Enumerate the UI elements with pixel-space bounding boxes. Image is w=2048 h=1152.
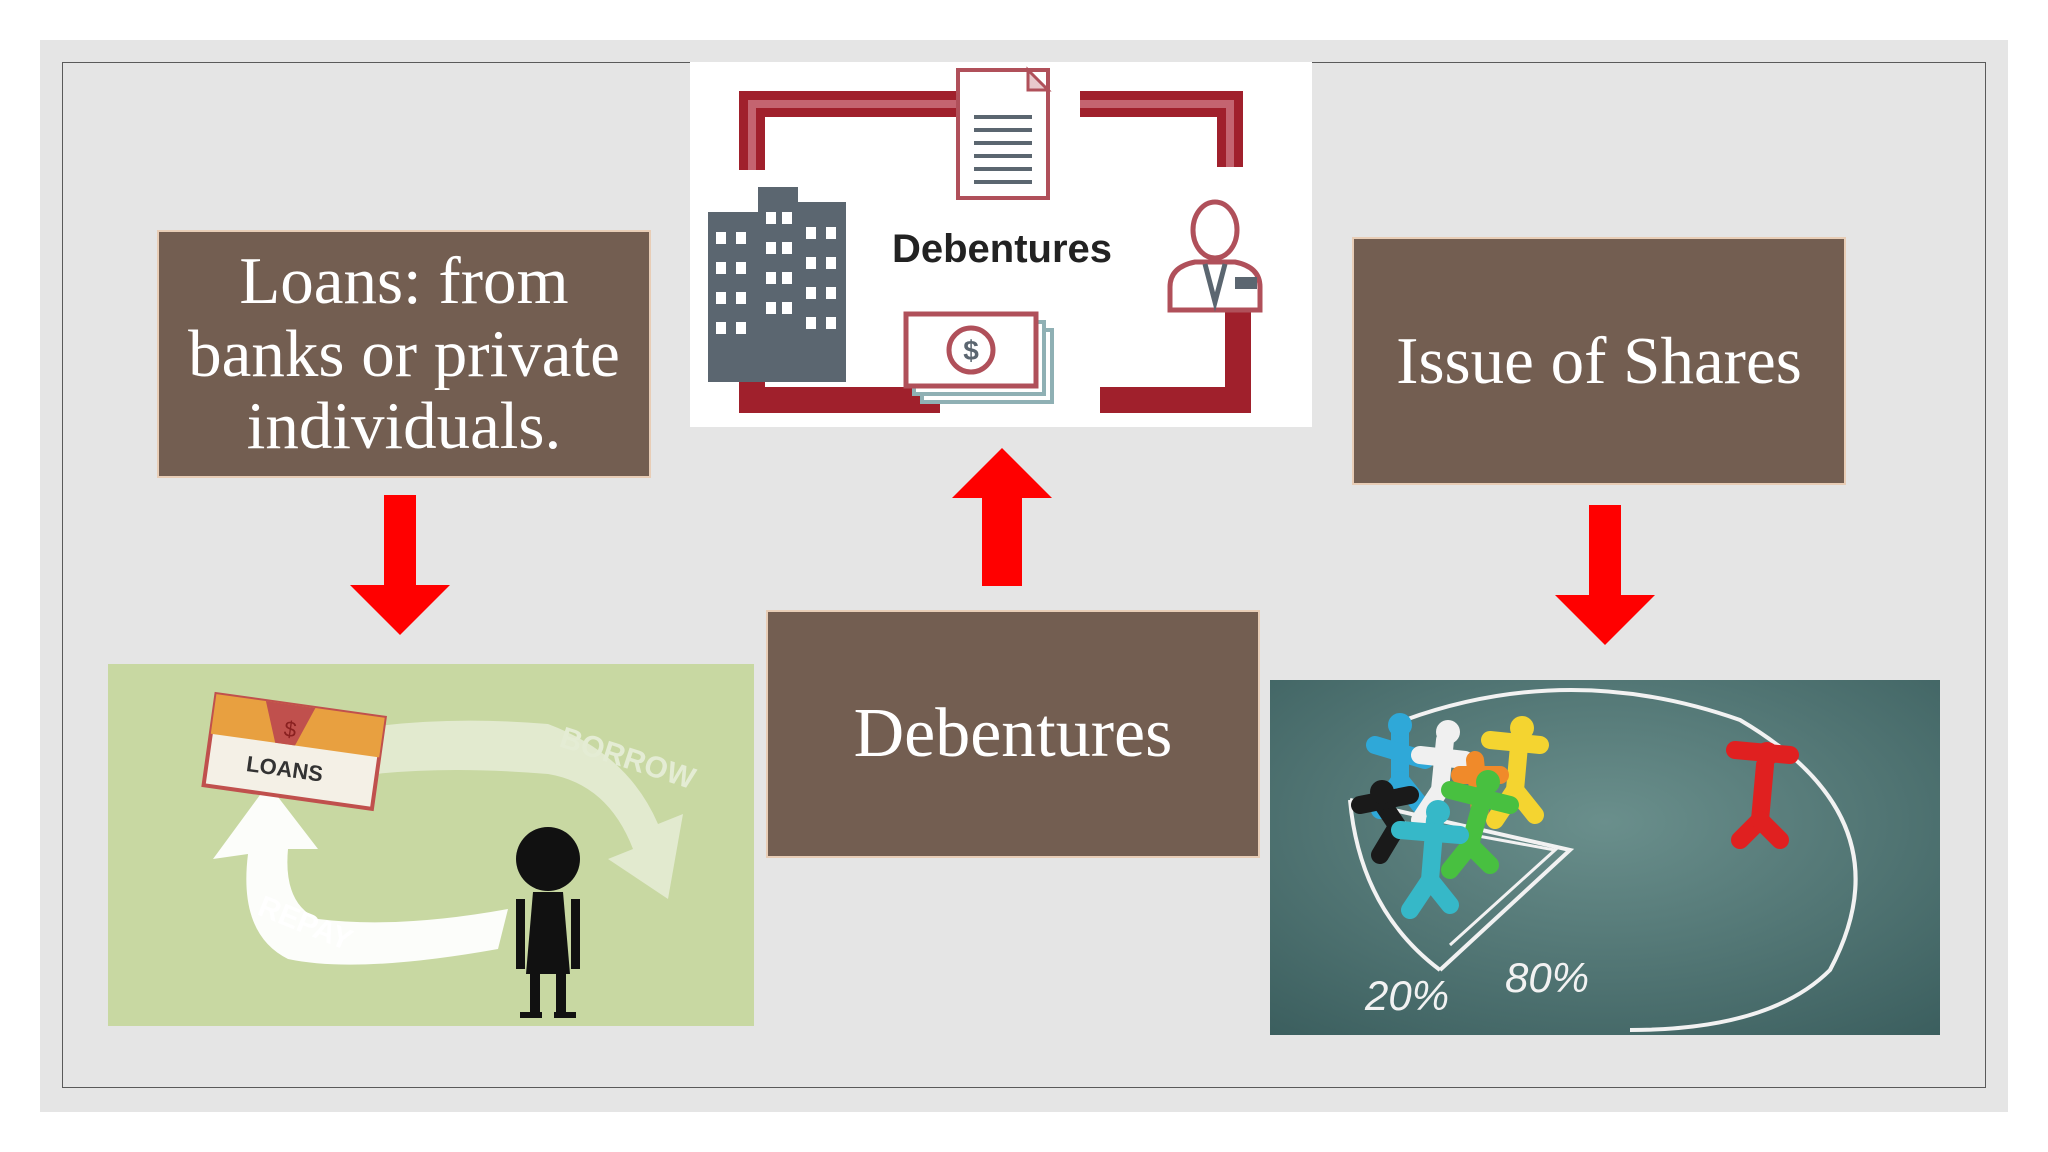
debentures-label: Debentures	[853, 695, 1173, 773]
buildings-icon	[708, 187, 846, 382]
debentures-picture-title: Debentures	[892, 227, 1112, 271]
chalk-right-percent: 80%	[1505, 954, 1589, 1001]
arrow-down-left	[350, 495, 450, 635]
issue-of-shares-label: Issue of Shares	[1396, 323, 1802, 398]
money-symbol: $	[963, 335, 979, 366]
money-icon: $	[903, 311, 1054, 404]
loans-tag: $ LOANS	[201, 691, 387, 812]
loans-box-line-2: banks or private	[188, 316, 620, 391]
arrow-down-right	[1555, 505, 1655, 645]
person-icon	[516, 827, 580, 1018]
debentures-box: Debentures	[766, 610, 1260, 858]
arrow-up-center	[952, 448, 1052, 586]
businessman-icon	[1167, 199, 1263, 313]
loans-box-line-1: Loans: from	[239, 244, 569, 319]
chalk-left-percent: 20%	[1364, 972, 1449, 1019]
debentures-illustration: Debentures $	[690, 62, 1312, 427]
loans-tag-star: $	[282, 716, 298, 742]
issue-of-shares-box: Issue of Shares	[1352, 237, 1846, 485]
loans-box-line-3: individuals.	[246, 389, 562, 464]
repay-arrow	[213, 784, 508, 965]
borrow-arrow	[328, 720, 683, 899]
document-icon	[956, 66, 1052, 200]
loans-box: Loans: from banks or private individuals…	[157, 230, 651, 478]
loans-illustration: $ LOANS BORROW REPAY	[108, 664, 754, 1026]
shares-illustration: 20% 80%	[1270, 680, 1940, 1035]
